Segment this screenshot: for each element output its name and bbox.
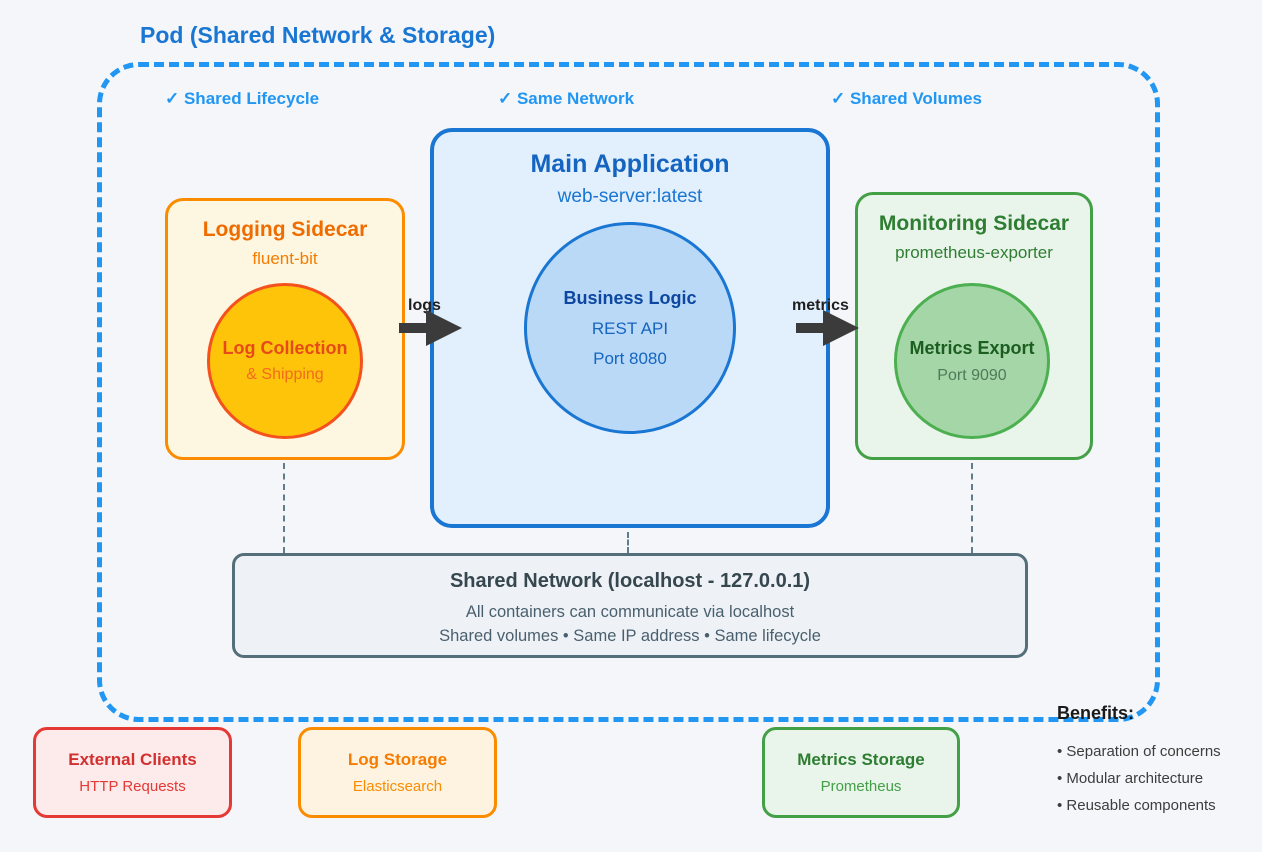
logging-sidecar-title: Logging Sidecar: [202, 218, 368, 241]
log-collection-label: Log Collection: [222, 338, 348, 358]
main-application-title: Main Application: [530, 150, 730, 178]
rest-api-label: REST API: [591, 318, 669, 338]
pod-feature-shared-volumes: ✓ Shared Volumes: [831, 89, 982, 108]
external-clients-box: External Clients HTTP Requests: [33, 727, 232, 818]
log-shipping-label: & Shipping: [246, 366, 324, 383]
port-8080-label: Port 8080: [593, 348, 667, 368]
pod-title: Pod (Shared Network & Storage): [140, 22, 496, 48]
log-storage-subtitle: Elasticsearch: [352, 778, 443, 795]
log-storage-title: Log Storage: [347, 750, 448, 769]
monitoring-sidecar-image: prometheus-exporter: [895, 243, 1053, 262]
external-clients-title: External Clients: [68, 750, 197, 769]
logs-arrow-tail: [399, 323, 427, 333]
shared-network-line1: All containers can communicate via local…: [465, 603, 795, 621]
shared-network-title: Shared Network (localhost - 127.0.0.1): [449, 570, 811, 592]
metrics-arrow-icon: [823, 310, 859, 346]
logs-flow-label: logs: [408, 297, 441, 314]
benefits-list: Benefits: • Separation of concerns • Mod…: [1057, 703, 1257, 819]
business-logic-circle: Business Logic REST API Port 8080: [524, 222, 736, 434]
pod-feature-shared-lifecycle: ✓ Shared Lifecycle: [165, 89, 320, 108]
metrics-storage-subtitle: Prometheus: [820, 778, 902, 795]
benefit-item-reusable: • Reusable components: [1057, 797, 1216, 814]
external-clients-subtitle: HTTP Requests: [79, 778, 186, 795]
shared-network-line2: Shared volumes • Same IP address • Same …: [439, 627, 821, 645]
metrics-storage-title: Metrics Storage: [797, 750, 925, 769]
metrics-flow-label: metrics: [792, 297, 849, 314]
monitoring-sidecar-title: Monitoring Sidecar: [878, 212, 1070, 235]
monitoring-network-connector: [971, 463, 973, 553]
main-network-connector: [627, 532, 629, 553]
log-collection-circle: Log Collection & Shipping: [207, 283, 363, 439]
main-application-image: web-server:latest: [557, 186, 703, 207]
metrics-export-label: Metrics Export: [909, 337, 1035, 358]
shared-network-box: Shared Network (localhost - 127.0.0.1) A…: [232, 553, 1028, 658]
metrics-arrow-tail: [796, 323, 824, 333]
logging-sidecar-image: fluent-bit: [252, 249, 318, 268]
pod-dashed-boundary: [97, 62, 1160, 722]
logs-arrow-icon: [426, 310, 462, 346]
port-9090-label: Port 9090: [937, 366, 1007, 384]
benefits-title: Benefits:: [1057, 703, 1135, 723]
pod-feature-same-network: ✓ Same Network: [498, 89, 635, 108]
business-logic-label: Business Logic: [563, 287, 697, 308]
benefit-item-modular: • Modular architecture: [1057, 770, 1204, 787]
metrics-storage-box: Metrics Storage Prometheus: [762, 727, 960, 818]
benefit-item-separation: • Separation of concerns: [1057, 743, 1221, 760]
metrics-export-circle: Metrics Export Port 9090: [894, 283, 1050, 439]
logging-network-connector: [283, 463, 285, 553]
log-storage-box: Log Storage Elasticsearch: [298, 727, 497, 818]
